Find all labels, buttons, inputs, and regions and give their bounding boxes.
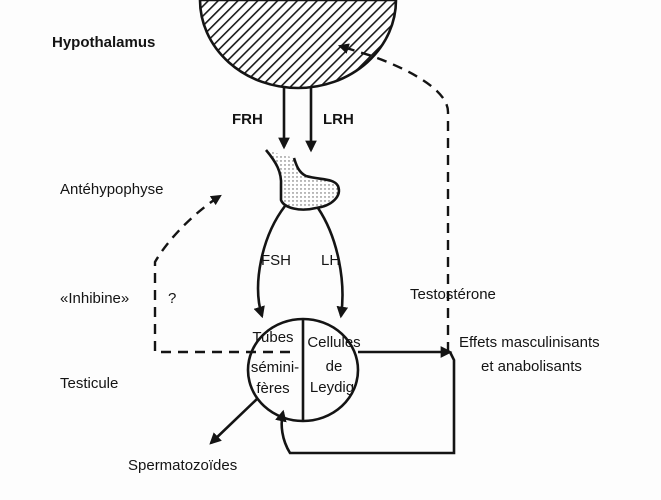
label-lrh: LRH [323,111,354,128]
label-frh: FRH [232,111,263,128]
label-spermatozoides: Spermatozoïdes [128,457,237,474]
lh-arrow [316,207,349,319]
inhibine-feedback-arrow [153,194,290,354]
label-inhibine: «Inhibine» [60,290,129,307]
label-cellules-line2: de [326,358,343,375]
label-cellules-line3: Leydig [310,379,354,396]
label-lh: LH [321,252,340,269]
label-fsh: FSH [261,252,291,269]
label-tubes-line2: sémini- [251,359,299,376]
antehypophyse-shape [265,149,341,211]
label-testicule: Testicule [60,375,118,392]
testosterone-feedback-arrow [337,43,450,352]
label-testosterone: Testostérone [410,286,496,303]
testosterone-loop-arrow [275,351,456,455]
label-cellules-line1: Cellules [307,334,360,351]
label-antehypophyse: Antéhypophyse [60,181,163,198]
label-effets-line1: Effets masculinisants [459,334,600,351]
label-inhibine-question: ? [168,290,176,307]
label-effets-line2: et anabolisants [481,358,582,375]
fsh-arrow [253,205,287,319]
hypothalamus-shape [198,0,398,90]
label-hypothalamus: Hypothalamus [52,34,155,51]
spermatozoides-arrow [209,397,259,445]
label-tubes-line1: Tubes [252,329,293,346]
label-tubes-line3: fères [256,380,289,397]
